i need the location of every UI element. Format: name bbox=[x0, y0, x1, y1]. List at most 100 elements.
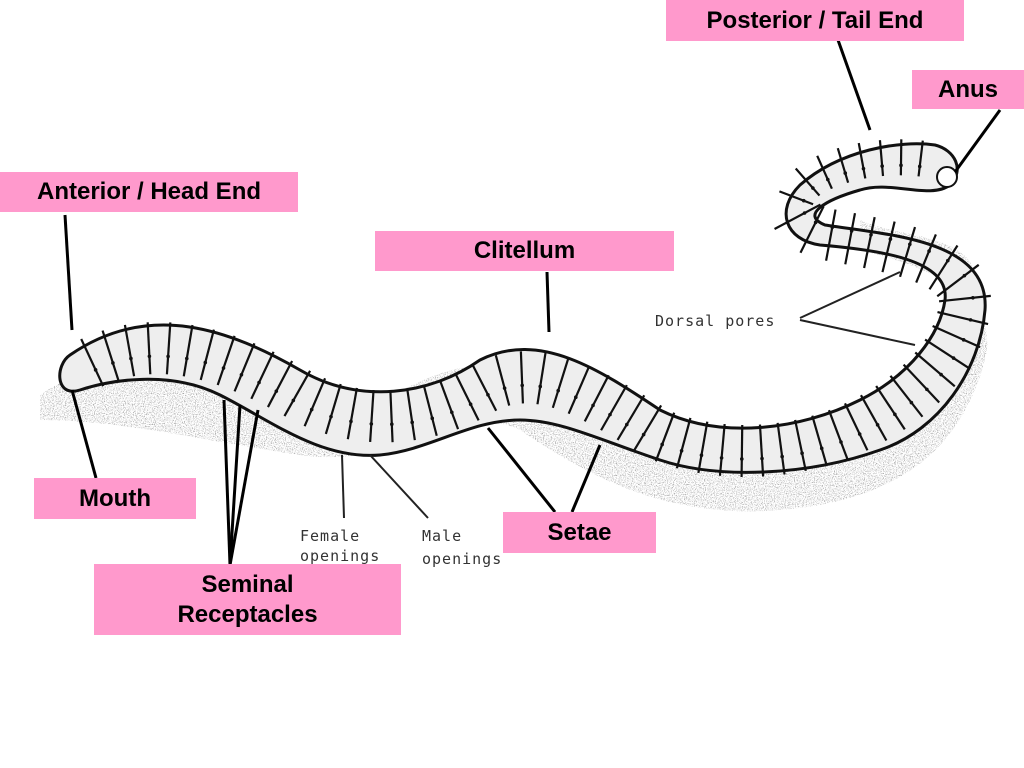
seta-dot bbox=[410, 420, 414, 425]
seta-dot bbox=[291, 398, 296, 403]
seta-dot bbox=[819, 446, 824, 451]
segment-ring bbox=[878, 140, 885, 177]
seta-dot bbox=[760, 456, 764, 461]
seta-dot bbox=[740, 457, 744, 461]
seta-dot bbox=[538, 384, 543, 389]
seta-dot bbox=[802, 211, 807, 215]
seta-dot bbox=[349, 419, 353, 424]
segment-ring bbox=[825, 209, 837, 261]
seta-dot bbox=[961, 338, 966, 342]
segment-ring bbox=[346, 387, 358, 440]
anus-opening bbox=[936, 166, 958, 188]
segment-ring bbox=[583, 374, 610, 422]
seta-dot bbox=[893, 412, 897, 417]
setae-leader-line-1 bbox=[486, 427, 557, 513]
seta-dot bbox=[811, 186, 815, 190]
segment-ring bbox=[600, 384, 628, 431]
segment-ring bbox=[567, 365, 591, 415]
seta-dot bbox=[111, 361, 115, 365]
seminal-label-line2: Receptacles bbox=[177, 600, 318, 628]
seta-dot bbox=[93, 368, 98, 372]
seminal-leader-line-1 bbox=[222, 399, 232, 566]
seta-dot bbox=[869, 232, 873, 237]
seta-dot bbox=[660, 442, 664, 447]
segment-ring bbox=[827, 409, 849, 460]
seta-dot bbox=[329, 414, 333, 419]
segment-ring bbox=[654, 412, 676, 462]
segment-ring bbox=[697, 421, 709, 474]
segment-ring bbox=[863, 216, 876, 269]
seta-dot bbox=[909, 400, 914, 405]
segment-ring bbox=[937, 310, 989, 326]
seta-dot bbox=[641, 432, 646, 437]
seta-dot bbox=[968, 318, 973, 322]
seta-dot bbox=[826, 177, 830, 182]
seta-dot bbox=[486, 392, 490, 397]
seta-dot bbox=[719, 456, 724, 460]
seta-dot bbox=[962, 273, 967, 278]
seta-dot bbox=[129, 356, 133, 361]
seta-dot bbox=[971, 295, 975, 300]
seta-dot bbox=[908, 242, 912, 247]
male-openings-line bbox=[369, 454, 429, 519]
mouth-leader-line bbox=[70, 389, 98, 479]
segment-ring bbox=[816, 155, 833, 190]
seminal-label-line1: Seminal bbox=[201, 570, 294, 598]
female-openings-text-2: openings bbox=[300, 547, 380, 565]
segment-ring bbox=[794, 167, 821, 197]
seta-dot bbox=[699, 453, 704, 458]
seta-dot bbox=[166, 354, 170, 359]
segment-ring bbox=[146, 322, 152, 375]
seta-dot bbox=[917, 164, 922, 169]
worm-segments bbox=[80, 139, 991, 477]
female-openings-line bbox=[341, 454, 345, 519]
seminal-receptacles-label: Seminal Receptacles bbox=[94, 564, 401, 635]
seta-dot bbox=[800, 451, 804, 456]
seta-dot bbox=[925, 387, 929, 392]
seta-dot bbox=[875, 423, 880, 427]
seta-dot bbox=[679, 448, 684, 453]
seta-dot bbox=[780, 454, 784, 459]
seta-dot bbox=[184, 356, 189, 361]
segment-ring bbox=[774, 203, 821, 230]
segment-ring bbox=[928, 244, 959, 290]
segment-ring bbox=[718, 423, 726, 476]
segment-ring bbox=[799, 205, 825, 254]
segment-ring bbox=[857, 142, 867, 179]
segment-ring bbox=[914, 351, 956, 388]
seta-dot bbox=[147, 354, 152, 359]
segment-ring bbox=[811, 415, 828, 466]
segment-ring bbox=[266, 360, 294, 408]
seta-dot bbox=[221, 366, 226, 370]
seta-dot bbox=[574, 395, 578, 400]
segment-ring bbox=[283, 370, 312, 417]
seta-dot bbox=[939, 372, 943, 377]
segment-ring bbox=[165, 322, 172, 375]
male-openings-text-1: Male bbox=[422, 527, 462, 545]
segment-ring bbox=[494, 355, 511, 406]
segment-ring bbox=[369, 389, 375, 442]
anus-leader-line bbox=[953, 109, 1002, 173]
seta-dot bbox=[624, 422, 629, 427]
segment-ring bbox=[776, 422, 786, 475]
worm-body bbox=[58, 142, 987, 474]
seta-dot bbox=[880, 164, 884, 168]
segment-ring bbox=[902, 363, 941, 404]
seta-dot bbox=[857, 432, 862, 436]
segment-ring bbox=[551, 357, 570, 409]
seta-dot bbox=[390, 422, 394, 427]
segment-ring bbox=[836, 147, 850, 183]
posterior-leader-line bbox=[836, 39, 872, 131]
seta-dot bbox=[556, 388, 560, 393]
female-openings-text-1: Female bbox=[300, 527, 360, 545]
segment-ring bbox=[875, 385, 906, 430]
segment-ring bbox=[633, 404, 663, 451]
seta-dot bbox=[520, 383, 525, 388]
seta-dot bbox=[888, 237, 893, 241]
seta-dot bbox=[274, 389, 279, 393]
segment-ring bbox=[519, 351, 525, 404]
seta-dot bbox=[591, 403, 595, 408]
segment-ring bbox=[233, 342, 256, 392]
segment-ring bbox=[898, 226, 917, 278]
segment-ring bbox=[123, 324, 136, 377]
